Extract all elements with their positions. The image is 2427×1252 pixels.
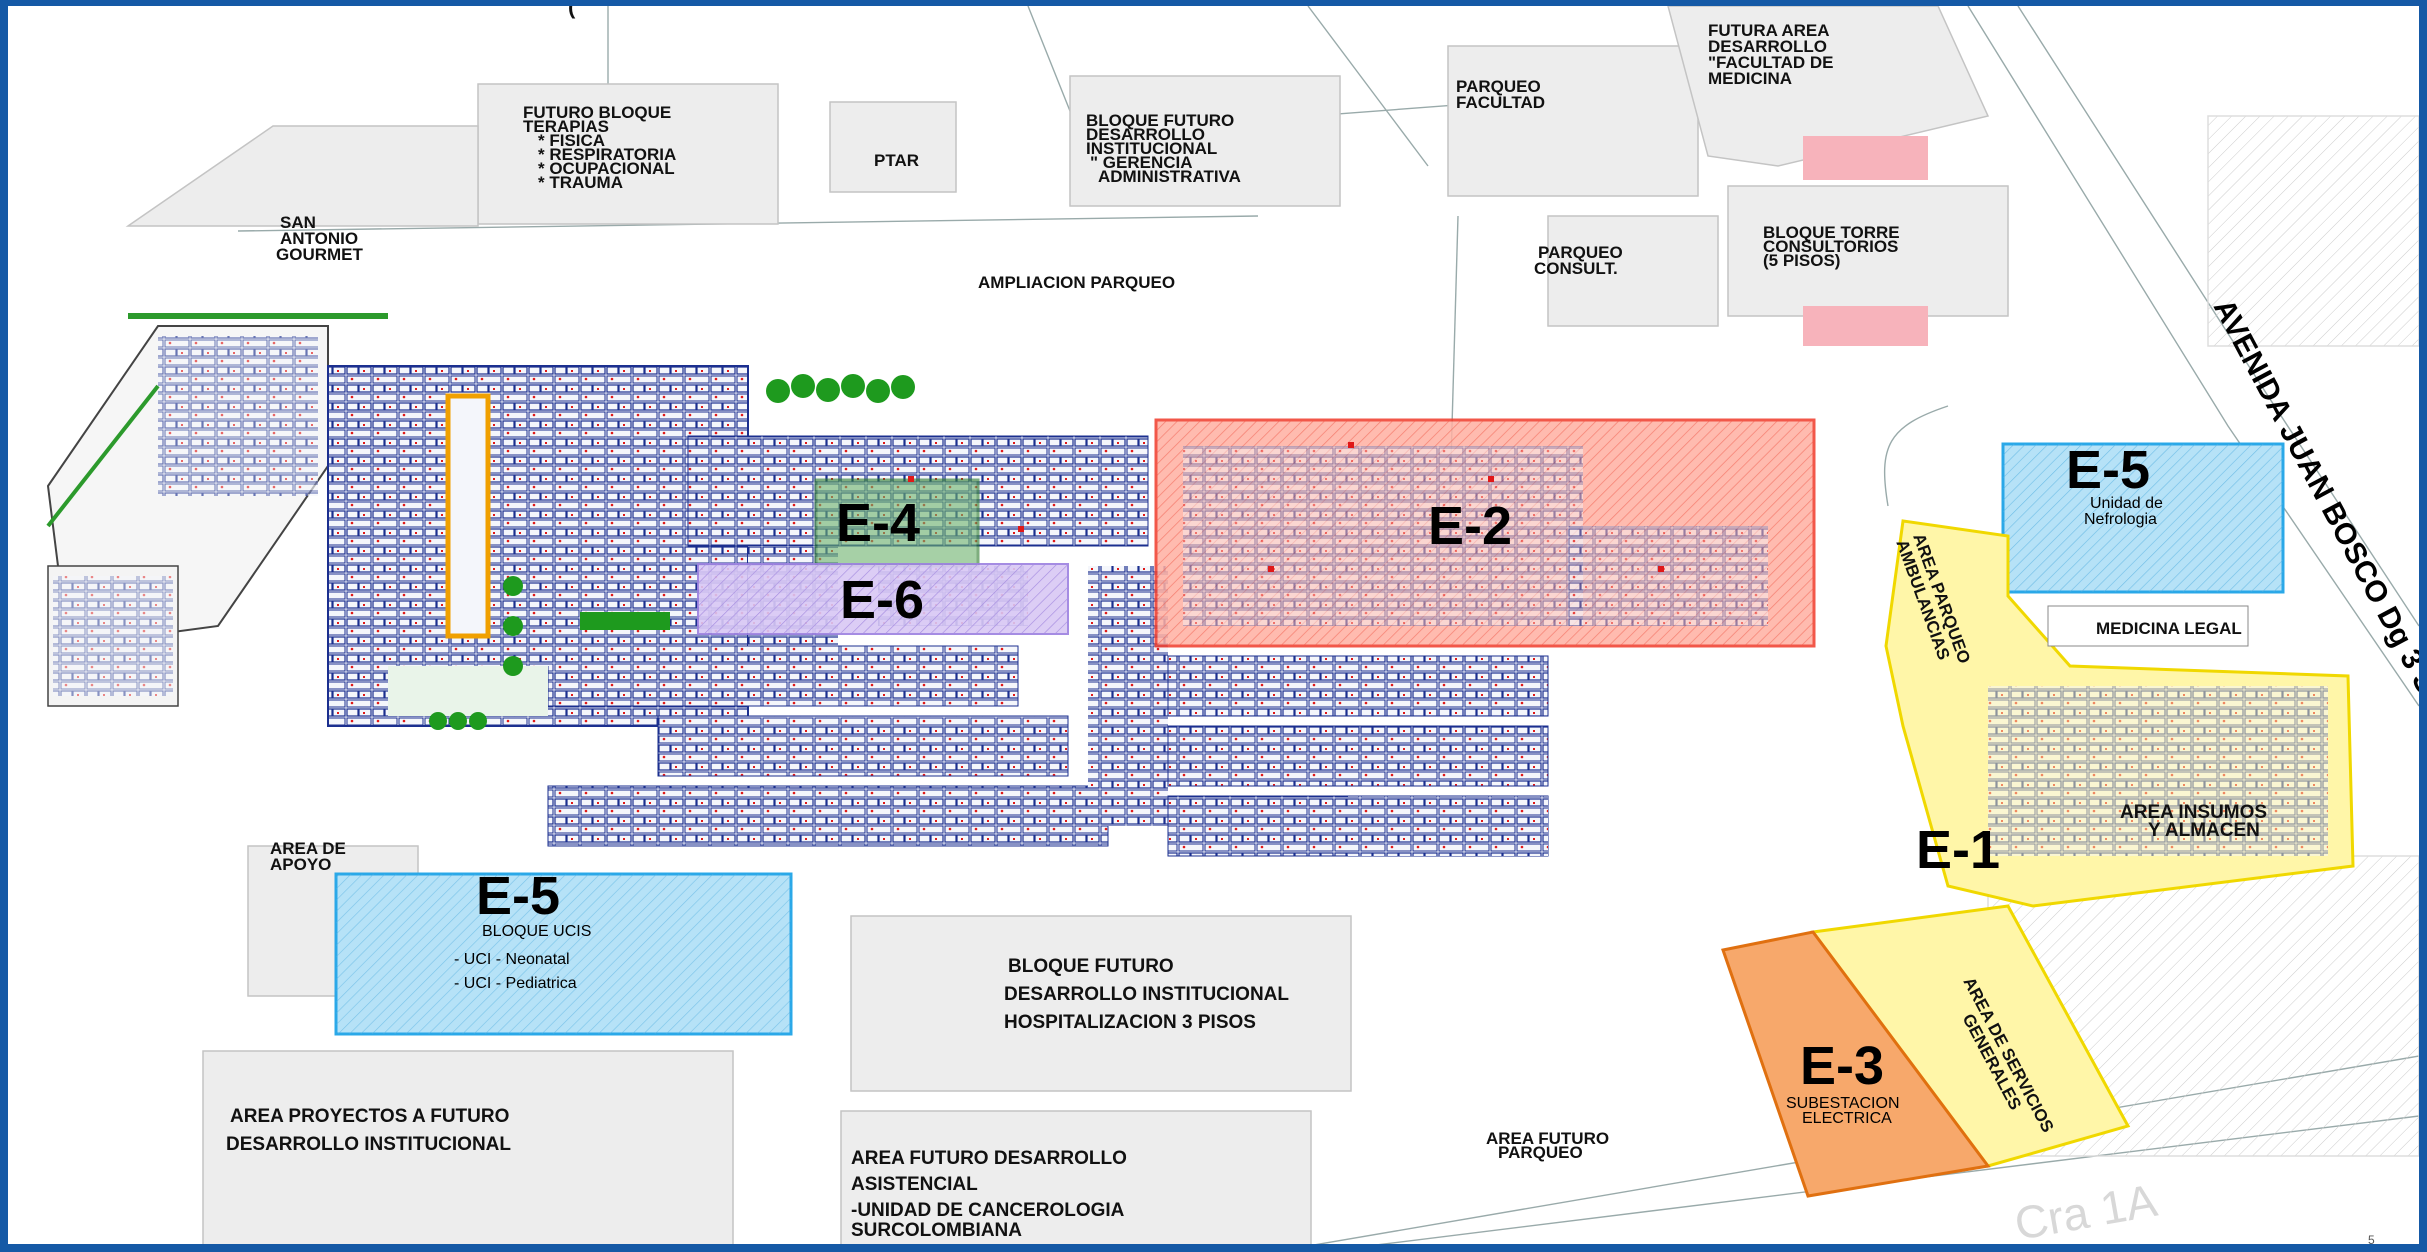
ampliacion-parqueo-label: AMPLIACION PARQUEO (978, 273, 1175, 292)
svg-text:SAN: SAN (280, 213, 316, 232)
svg-text:(5 PISOS): (5 PISOS) (1763, 251, 1840, 270)
future-blocks (125, 6, 2419, 1244)
zone-e3-title: E-3 (1800, 1036, 1884, 1096)
futuro-bloque-terapias-label: FUTURO BLOQUE TERAPIAS * FISICA * RESPIR… (523, 103, 676, 192)
pink-marker-1 (1803, 136, 1928, 180)
svg-text:CONSULT.: CONSULT. (1534, 259, 1618, 278)
zone-e5-top-sub-1: Unidad de (2090, 495, 2163, 512)
zone-e5-ucis-title: E-5 (476, 866, 560, 926)
hospital-floor-plan (327, 365, 1549, 857)
svg-text:MEDICINA: MEDICINA (1708, 69, 1792, 88)
svg-text:" GERENCIA: " GERENCIA (1090, 153, 1193, 172)
parqueo-consult-label: PARQUEO CONSULT. (1534, 243, 1623, 278)
zone-e6-title: E-6 (840, 570, 924, 630)
svg-text:FUTURO BLOQUE: FUTURO BLOQUE (523, 103, 671, 122)
svg-text:-UNIDAD DE CANCEROLOGIA: -UNIDAD DE CANCEROLOGIA (851, 1200, 1125, 1221)
bloque-futuro-hosp-label: BLOQUE FUTURO DESARROLLO INSTITUCIONAL H… (1004, 956, 1289, 1033)
svg-text:AREA FUTURO: AREA FUTURO (1486, 1129, 1609, 1148)
zone-e3-sub-1: SUBESTACION (1786, 1095, 1900, 1112)
svg-text:SURCOLOMBIANA: SURCOLOMBIANA (851, 1220, 1022, 1241)
area-futuro-parqueo-label: AREA FUTURO PARQUEO (1486, 1129, 1609, 1162)
page-number: 5 (2368, 1233, 2375, 1246)
svg-text:TERAPIAS: TERAPIAS (523, 117, 609, 136)
zone-e3 (1721, 930, 1991, 1198)
red-markers (908, 442, 1664, 572)
svg-text:GOURMET: GOURMET (276, 245, 364, 264)
area-futuro-desarrollo-label: AREA FUTURO DESARROLLO ASISTENCIAL -UNID… (851, 1148, 1127, 1241)
svg-text:AREA FUTURO DESARROLLO: AREA FUTURO DESARROLLO (851, 1148, 1127, 1169)
svg-text:* TRAUMA: * TRAUMA (538, 173, 623, 192)
medicina-legal-label: MEDICINA LEGAL (2096, 619, 2242, 638)
svg-text:PARQUEO: PARQUEO (1456, 77, 1541, 96)
svg-text:AREA DE: AREA DE (270, 839, 346, 858)
svg-text:BLOQUE FUTURO: BLOQUE FUTURO (1086, 111, 1234, 130)
svg-text:HOSPITALIZACION 3 PISOS: HOSPITALIZACION 3 PISOS (1004, 1012, 1256, 1033)
pink-marker-2 (1803, 306, 1928, 346)
trees (429, 374, 915, 730)
zone-e5-top-title: E-5 (2066, 440, 2150, 500)
zone-e5-ucis-sub-3: - UCI - Pediatrica (454, 975, 577, 992)
cra-label: Cra 1A (2011, 1174, 2161, 1246)
zone-e5-top-sub-2: Nefrologia (2084, 511, 2157, 528)
svg-text:DESARROLLO INSTITUCIONAL: DESARROLLO INSTITUCIONAL (1004, 984, 1289, 1005)
svg-text:DESARROLLO INSTITUCIONAL: DESARROLLO INSTITUCIONAL (226, 1134, 511, 1155)
svg-text:PARQUEO: PARQUEO (1498, 1143, 1583, 1162)
area-apoyo-label: AREA DE APOYO (270, 839, 346, 874)
zone-e1-title: E-1 (1916, 820, 2000, 880)
ptar-label: PTAR (874, 151, 919, 170)
svg-text:FUTURA AREA: FUTURA AREA (1708, 21, 1830, 40)
site-plan-map: ( (46, 6, 2419, 1246)
zone-e2-title: E-2 (1428, 496, 1512, 556)
zone-e4-title: E-4 (836, 493, 920, 553)
svg-text:"FACULTAD DE: "FACULTAD DE (1708, 53, 1833, 72)
area-proyectos-label: AREA PROYECTOS A FUTURO DESARROLLO INSTI… (226, 1106, 511, 1155)
svg-text:* FISICA: * FISICA (538, 131, 605, 150)
svg-text:PARQUEO: PARQUEO (1538, 243, 1623, 262)
svg-text:AREA PROYECTOS A FUTURO: AREA PROYECTOS A FUTURO (230, 1106, 509, 1127)
svg-text:ASISTENCIAL: ASISTENCIAL (851, 1174, 978, 1195)
svg-text:Y ALMACEN: Y ALMACEN (2148, 820, 2260, 841)
area-insumos-label: AREA INSUMOS Y ALMACEN (2120, 802, 2267, 841)
san-antonio-label: SAN ANTONIO GOURMET (276, 213, 364, 264)
svg-text:* OCUPACIONAL: * OCUPACIONAL (538, 159, 675, 178)
svg-text:DESARROLLO: DESARROLLO (1086, 125, 1205, 144)
svg-text:CONSULTORIOS: CONSULTORIOS (1763, 237, 1898, 256)
svg-text:FACULTAD: FACULTAD (1456, 93, 1545, 112)
zone-e5-ucis-sub-2: - UCI - Neonatal (454, 951, 570, 968)
svg-text:APOYO: APOYO (270, 855, 331, 874)
svg-text:ANTONIO: ANTONIO (280, 229, 358, 248)
bloque-futuro-desarrollo-label: BLOQUE FUTURO DESARROLLO INSTITUCIONAL "… (1086, 111, 1241, 186)
svg-text:* RESPIRATORIA: * RESPIRATORIA (538, 145, 676, 164)
svg-text:AREA INSUMOS: AREA INSUMOS (2120, 802, 2267, 823)
top-banner-text: ( (568, 6, 576, 19)
zone-e4 (814, 478, 980, 568)
svg-text:BLOQUE TORRE: BLOQUE TORRE (1763, 223, 1900, 242)
svg-text:BLOQUE FUTURO: BLOQUE FUTURO (1008, 956, 1174, 977)
parqueo-facultad-label: PARQUEO FACULTAD (1456, 77, 1545, 112)
svg-text:INSTITUCIONAL: INSTITUCIONAL (1086, 139, 1217, 158)
svg-text:ADMINISTRATIVA: ADMINISTRATIVA (1098, 167, 1241, 186)
zone-e5-ucis-sub-1: BLOQUE UCIS (482, 923, 591, 940)
svg-text:DESARROLLO: DESARROLLO (1708, 37, 1827, 56)
futura-area-label: FUTURA AREA DESARROLLO "FACULTAD DE MEDI… (1708, 21, 1833, 88)
bloque-torre-label: BLOQUE TORRE CONSULTORIOS (5 PISOS) (1763, 223, 1900, 270)
parking-lots (46, 313, 388, 707)
zone-e3-sub-2: ELECTRICA (1802, 1110, 1892, 1127)
